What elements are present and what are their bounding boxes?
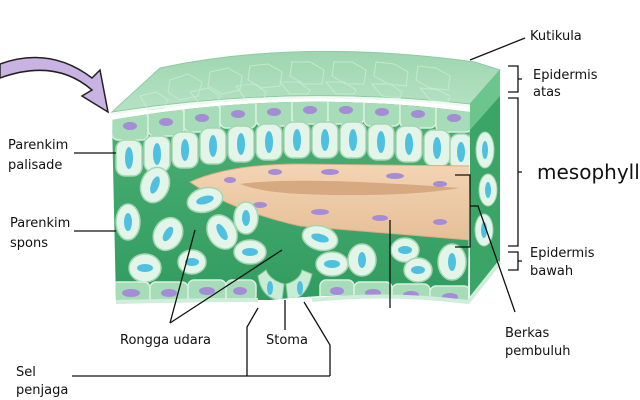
label-parenkim-spons-line1: Parenkim [10,216,71,231]
leader-lines [72,37,526,377]
label-sel-penjaga-line2: penjaga [16,383,69,398]
label-parenkim-spons-line2: spons [10,236,48,251]
label-epidermis-atas-line2: atas [533,85,561,100]
label-epidermis-atas-line1: Epidermis [533,68,598,83]
label-mesophyll: mesophyll [537,160,640,184]
side-face [470,70,500,300]
front-face [112,101,470,302]
label-berkas-pembuluh-line1: Berkas [505,326,550,341]
label-kutikula: Kutikula [530,29,582,44]
label-parenkim-palisade-line1: Parenkim [8,138,69,153]
label-rongga-udara: Rongga udara [120,333,212,348]
stoma [257,269,313,301]
label-stoma: Stoma [266,333,308,348]
label-sel-penjaga-line1: Sel [16,365,36,380]
cuticle-surface [110,50,501,115]
label-epidermis-bawah-line2: bawah [530,264,574,279]
curved-arrow-icon [0,56,110,114]
vascular-bundle [188,163,470,241]
label-parenkim-palisade-line2: palisade [8,158,63,173]
label-berkas-pembuluh-line2: pembuluh [505,344,571,359]
label-epidermis-bawah-line1: Epidermis [530,246,595,261]
